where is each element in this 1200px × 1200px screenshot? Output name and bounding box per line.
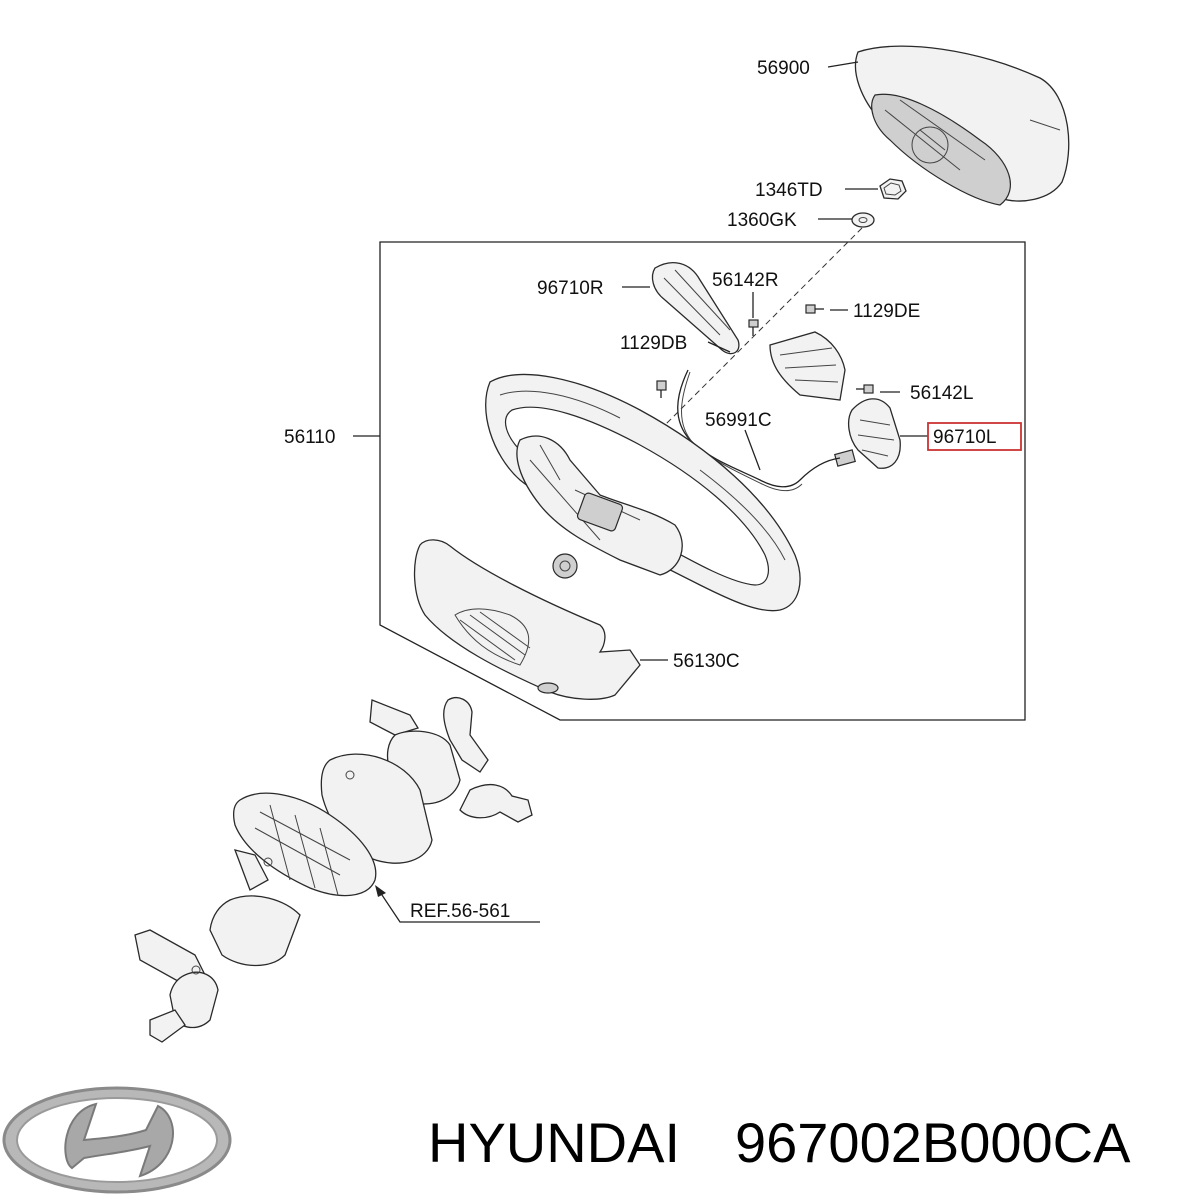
screw-1129DE (805, 304, 824, 314)
label-1346TD: 1346TD (755, 180, 823, 201)
wiring-56991C (677, 369, 841, 488)
steering-column (134, 697, 533, 1043)
center-bracket (769, 331, 846, 401)
airbag-module-56900 (854, 45, 1070, 206)
steering-wheel-56110 (485, 373, 801, 612)
label-56142R: 56142R (712, 270, 779, 291)
hyundai-logo (2, 1086, 232, 1194)
label-56900: 56900 (757, 58, 810, 79)
assembly-56110-frame (379, 241, 1026, 721)
label-96710L: 96710L (933, 427, 996, 448)
label-1129DB: 1129DB (620, 333, 687, 354)
label-ref-56-561: REF.56-561 (410, 901, 510, 922)
footer-part-number: 967002B000CA (735, 1111, 1131, 1174)
footer-brand: HYUNDAI (428, 1111, 680, 1174)
label-56142L: 56142L (910, 383, 973, 404)
label-56991C: 56991C (705, 410, 772, 431)
washer-1360GK (851, 212, 875, 228)
leader-lines (353, 61, 928, 923)
back-cover-56130C (413, 539, 641, 700)
label-1129DE: 1129DE (853, 301, 920, 322)
screw-56142R (748, 319, 759, 336)
nut-1346TD (879, 178, 907, 200)
screw-1129DB (656, 380, 667, 398)
highlight-box-96710L (927, 422, 1022, 451)
switch-96710R (651, 262, 740, 355)
label-56110: 56110 (284, 427, 335, 448)
label-56130C: 56130C (673, 651, 740, 672)
screw-56142L (856, 384, 874, 394)
label-96710R: 96710R (537, 278, 604, 299)
label-1360GK: 1360GK (727, 210, 797, 231)
switch-96710L (834, 398, 901, 469)
